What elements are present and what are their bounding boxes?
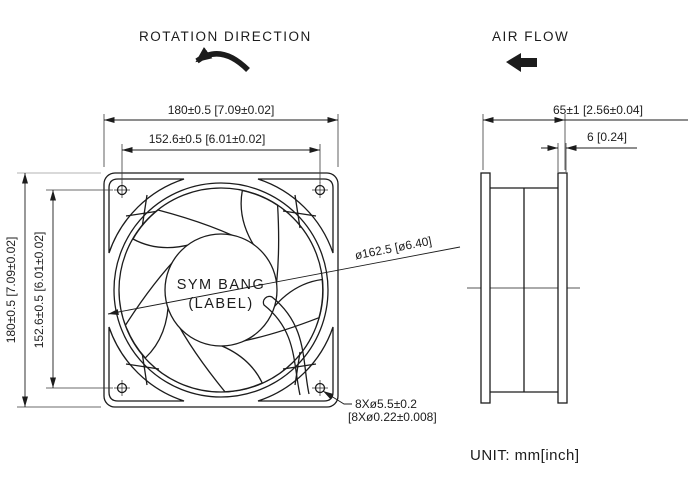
corner-struts [125, 194, 317, 386]
side-view [467, 172, 580, 404]
leader-mounting-holes: 8Xø5.5±0.2 [8Xø0.22±0.008] [322, 390, 437, 424]
rotation-direction-arrow-icon [195, 47, 250, 72]
dim-mounting-holes-line1: 8Xø5.5±0.2 [355, 397, 417, 411]
hub-circle [164, 233, 278, 347]
dim-hole-pitch-v-text: 152.6±0.5 [6.01±0.02] [32, 232, 46, 349]
dimension-side-flange: 6 [0.24] [541, 130, 637, 172]
dim-impeller-diameter-text: ø162.5 [ø6.40] [354, 234, 433, 263]
dim-frame-width-text: 180±0.5 [7.09±0.02] [168, 103, 275, 117]
venturi-outer-circle [113, 182, 329, 398]
rotation-direction-label: ROTATION DIRECTION [139, 29, 312, 44]
lead-wire [262, 295, 310, 396]
dim-side-flange-text: 6 [0.24] [587, 130, 627, 144]
side-flange-right [557, 172, 568, 404]
dimension-front-hole-pitch-h: 152.6±0.5 [6.01±0.02] [121, 132, 321, 183]
dim-side-depth-text: 65±1 [2.56±0.04] [553, 103, 643, 117]
corner-web-top-left [108, 178, 185, 254]
dim-hole-pitch-h-text: 152.6±0.5 [6.01±0.02] [149, 132, 266, 146]
dimension-front-height: 180±0.5 [7.09±0.02] [4, 172, 101, 408]
air-flow-label: AIR FLOW [492, 29, 569, 44]
front-view [103, 172, 340, 408]
dimension-front-width: 180±0.5 [7.09±0.02] [103, 103, 339, 167]
dim-mounting-holes-line2: [8Xø0.22±0.008] [348, 410, 437, 424]
hub-label-line2: (LABEL) [188, 296, 253, 312]
dimension-front-hole-pitch-v: 152.6±0.5 [6.01±0.02] [32, 189, 113, 389]
corner-web-top-right [257, 178, 334, 254]
side-flange-left [480, 172, 491, 404]
air-flow-arrow-icon [506, 53, 537, 72]
mounting-holes [113, 181, 329, 397]
dim-frame-height-text: 180±0.5 [7.09±0.02] [4, 237, 18, 344]
corner-web-bottom-left [108, 326, 185, 402]
dimension-side-depth: 65±1 [2.56±0.04] [482, 103, 688, 170]
hub-label-line1: SYM BANG [177, 277, 266, 293]
unit-note: UNIT: mm[inch] [470, 447, 580, 464]
